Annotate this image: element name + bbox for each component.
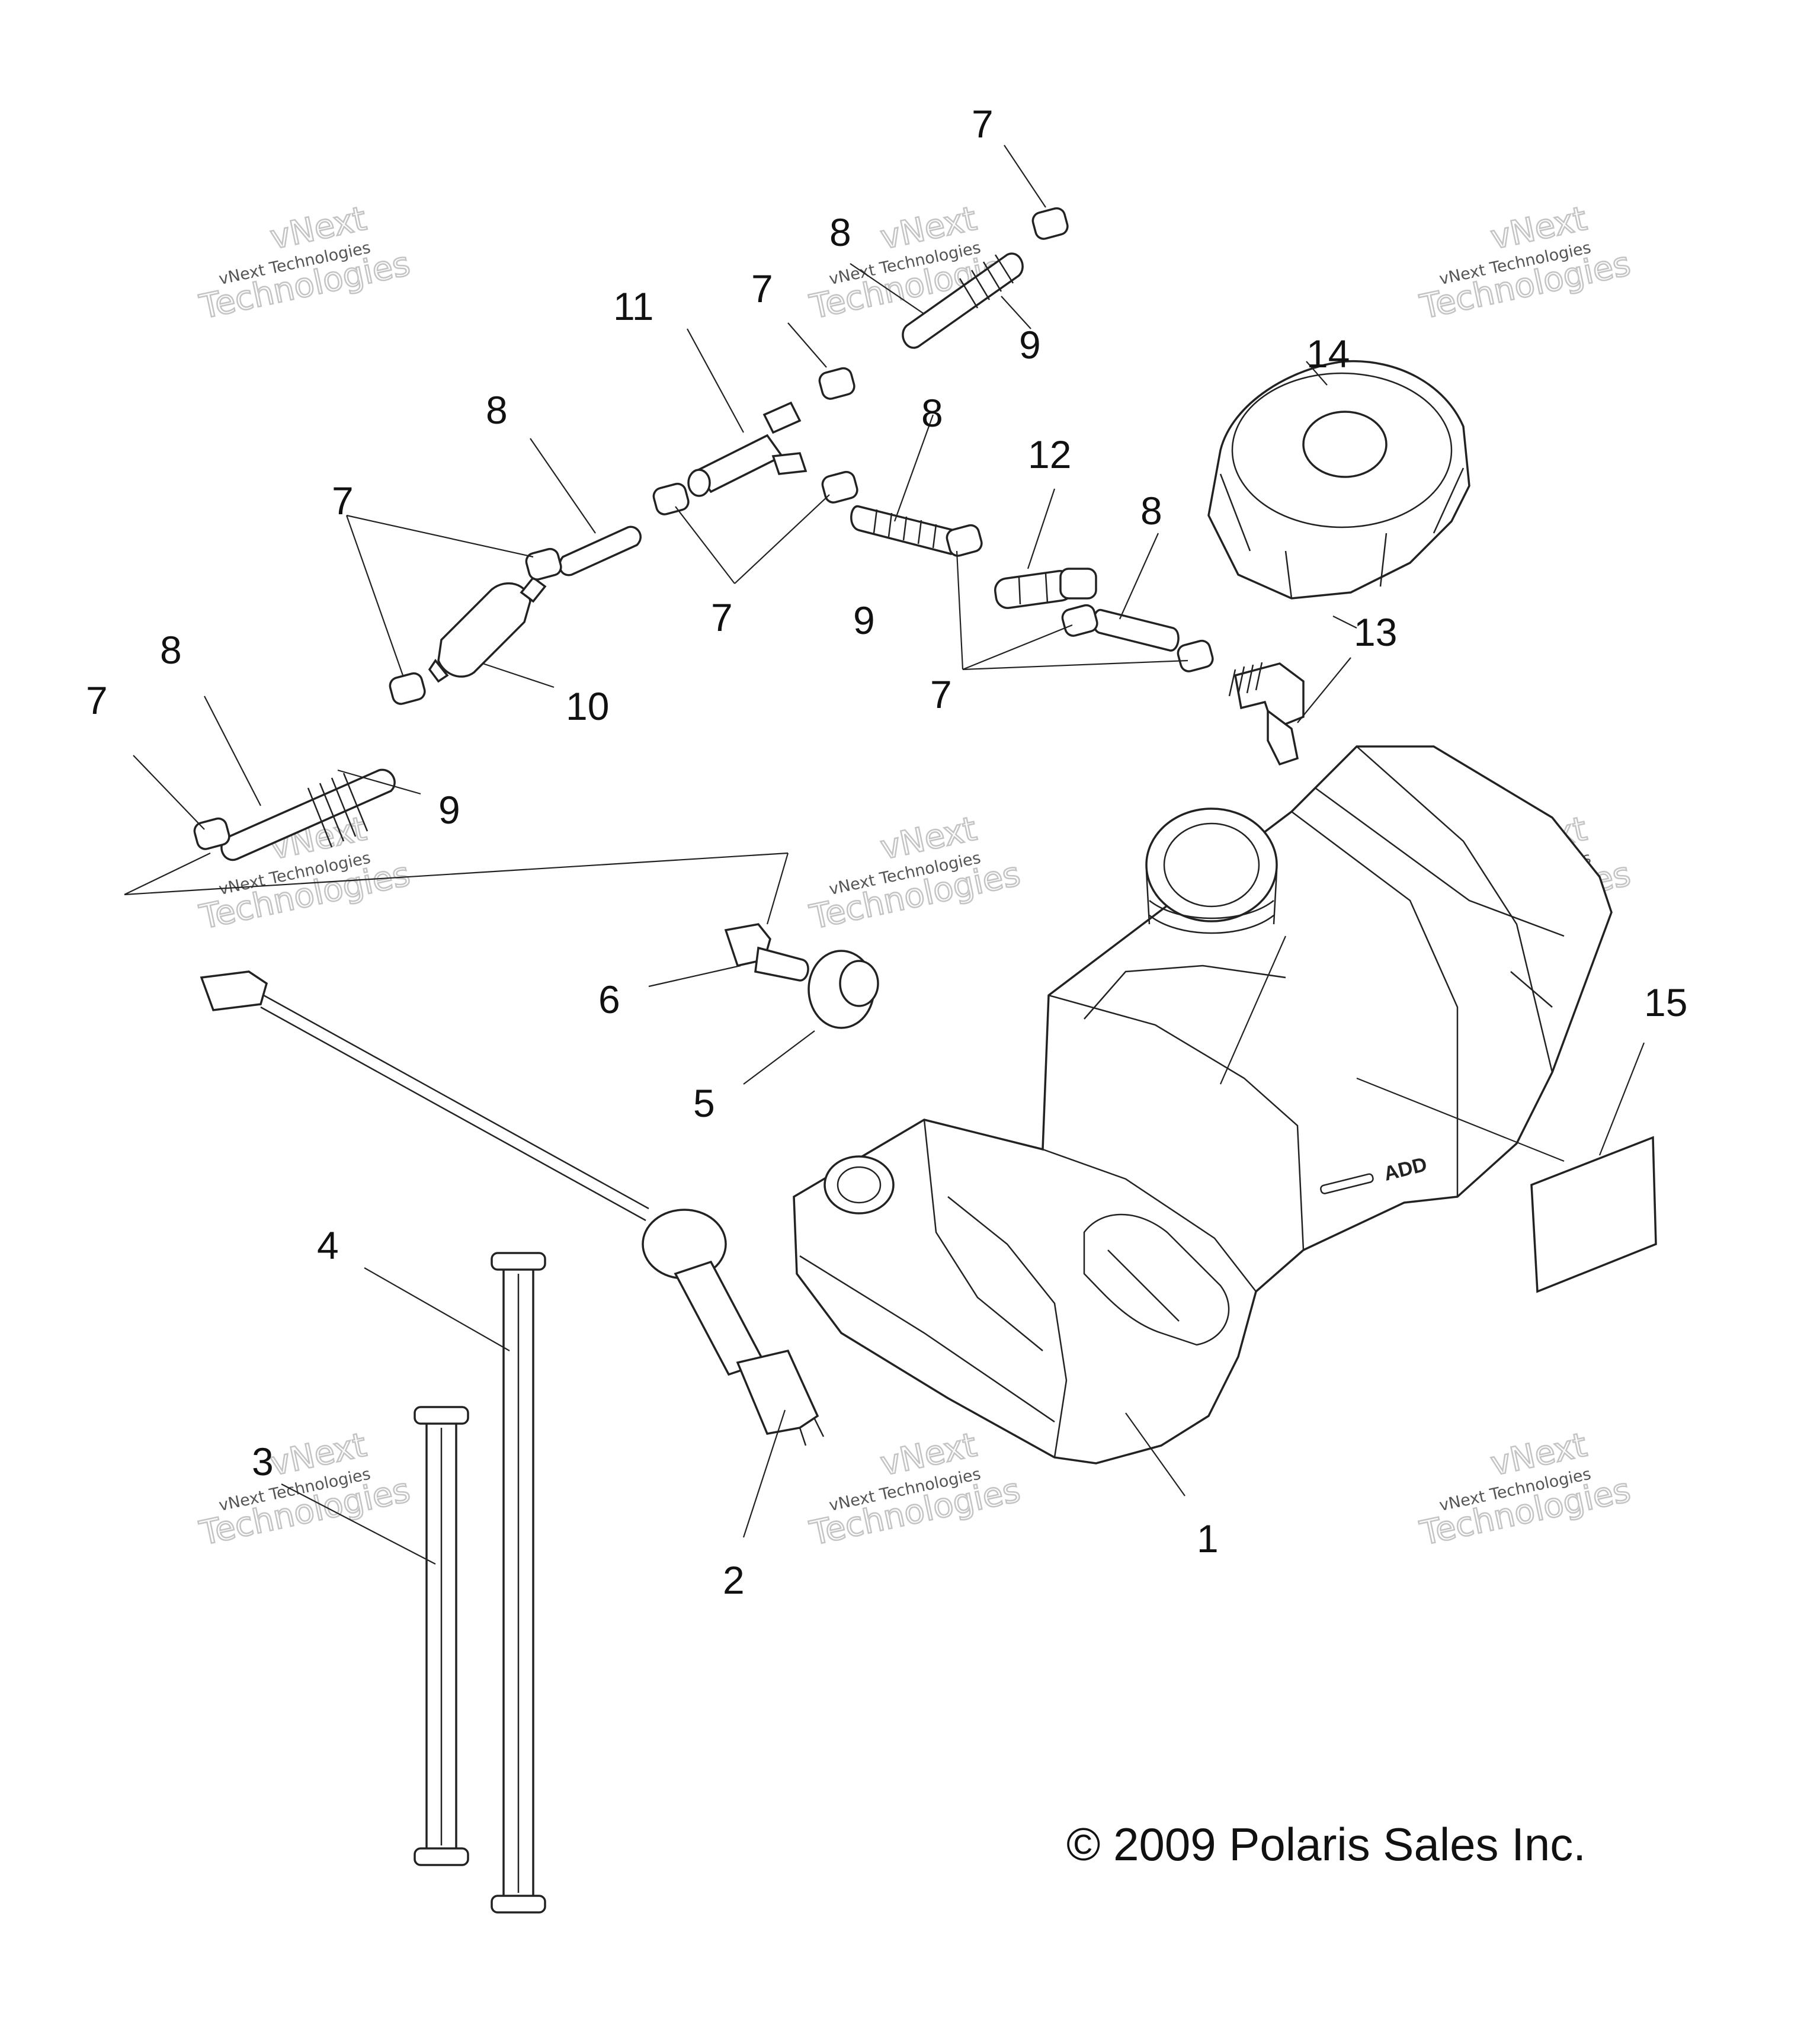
- watermark: vNext vNext Technologies Technologies: [196, 1425, 414, 1553]
- callout-7: 7: [972, 102, 994, 146]
- hose-clamp: [821, 470, 858, 504]
- watermark: vNext vNext Technologies Technologies: [196, 198, 414, 327]
- hose-clamp: [946, 524, 983, 557]
- fuel-cap: [1207, 360, 1470, 600]
- fuel-hose: [559, 525, 642, 576]
- callout-8: 8: [1140, 489, 1162, 533]
- callout-12: 12: [1028, 432, 1071, 476]
- watermark: vNext vNext Technologies Technologies: [1416, 1425, 1635, 1553]
- watermark: vNext vNext Technologies Technologies: [806, 809, 1024, 937]
- hose-clamp: [1177, 639, 1214, 672]
- hose-clamp: [818, 367, 855, 400]
- check-valve: [994, 568, 1097, 609]
- callout-1: 1: [1197, 1517, 1219, 1560]
- callout-9: 9: [853, 598, 875, 642]
- fuel-hose: [1092, 609, 1180, 652]
- hose-clamp: [193, 817, 230, 850]
- leader-lines: [124, 145, 1645, 1565]
- tank-strap-long: [491, 1252, 546, 1914]
- fuel-filter: [428, 576, 547, 683]
- callout-7: 7: [930, 672, 952, 716]
- copyright-notice: © 2009 Polaris Sales Inc.: [1066, 1818, 1586, 1870]
- callout-6: 6: [598, 978, 620, 1021]
- fuel-tank: ADD: [793, 745, 1613, 1465]
- callout-5: 5: [693, 1081, 715, 1125]
- callout-8: 8: [829, 210, 851, 254]
- decal: [1530, 1136, 1657, 1293]
- spring-sleeve-hose: [850, 505, 962, 555]
- callout-7: 7: [711, 595, 733, 639]
- callout-9: 9: [438, 788, 460, 832]
- watermark: vNext vNext Technologies Technologies: [1416, 198, 1635, 327]
- callout-13: 13: [1354, 610, 1397, 654]
- callout-8: 8: [921, 391, 943, 435]
- grommet: [808, 950, 879, 1029]
- callout-2: 2: [723, 1558, 745, 1602]
- hose-clamp: [1061, 604, 1098, 637]
- callout-8: 8: [160, 628, 182, 672]
- fuel-hose: [220, 768, 396, 861]
- elbow-fitting: [1228, 662, 1305, 766]
- spring-sleeve-hose: [902, 252, 1024, 349]
- callout-10: 10: [566, 684, 609, 728]
- callout-11: 11: [613, 284, 654, 328]
- callout-7: 7: [86, 678, 108, 722]
- callout-4: 4: [317, 1223, 339, 1267]
- tee-fitting: [687, 401, 808, 497]
- watermark: vNext vNext Technologies Technologies: [806, 1425, 1024, 1553]
- callout-3: 3: [252, 1440, 274, 1483]
- outlet-elbow: [724, 923, 809, 982]
- callout-labels: 7 8 7 9 11 8 14 8 12 7 8 7 9 13 7 8 10 7…: [86, 102, 1687, 1602]
- hose-clamp: [1031, 207, 1069, 240]
- callout-7: 7: [751, 267, 773, 310]
- callout-7: 7: [332, 479, 354, 523]
- tank-strap-short: [414, 1406, 469, 1866]
- callout-9: 9: [1019, 323, 1041, 367]
- hose-clamp: [389, 672, 426, 705]
- fuel-sender: [200, 970, 825, 1446]
- callout-8: 8: [486, 388, 508, 432]
- callout-15: 15: [1644, 980, 1687, 1024]
- callout-14: 14: [1306, 332, 1350, 376]
- hose-clamp: [652, 482, 690, 515]
- hose-clamp: [525, 547, 562, 581]
